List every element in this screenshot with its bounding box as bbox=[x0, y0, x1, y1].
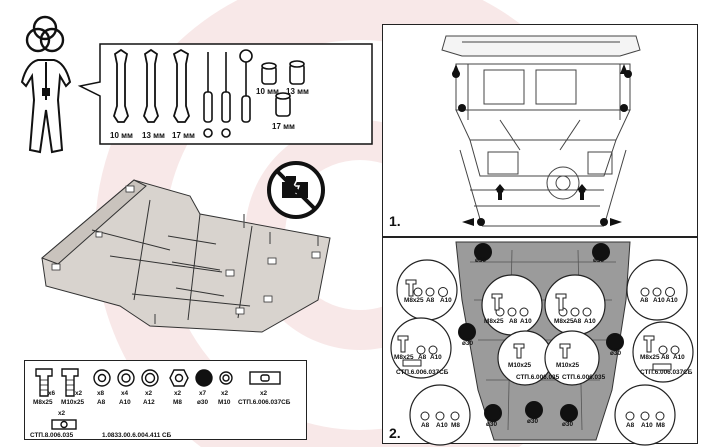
hardware-icons bbox=[35, 368, 281, 430]
washer-callout: A8 bbox=[640, 297, 649, 304]
hardware-label: M8 bbox=[173, 399, 182, 406]
washer-callout: A8 bbox=[421, 422, 430, 429]
bolt-callout: M10x25 bbox=[556, 362, 580, 369]
plug-callout: ø30 bbox=[593, 257, 605, 264]
washer-callout: A10 bbox=[520, 318, 532, 325]
bolt-m8x25-icon bbox=[35, 368, 53, 397]
bolt-callout: M8x25 bbox=[554, 318, 574, 325]
nut-callout: M8 bbox=[451, 422, 460, 429]
hardware-label: M10x25 bbox=[61, 399, 85, 406]
hardware-label: A12 bbox=[143, 399, 155, 406]
washer-callout: A10 bbox=[440, 297, 452, 304]
step-1-panel bbox=[382, 24, 698, 237]
step-number: 1. bbox=[389, 213, 401, 229]
hardware-qty: x7 bbox=[199, 390, 207, 397]
washer-callout: A10 bbox=[641, 422, 653, 429]
hardware-label: СТП.6.006.037СБ bbox=[238, 399, 291, 406]
bolt-callout: M8x25 bbox=[404, 297, 424, 304]
washer-callout: A8 bbox=[426, 297, 435, 304]
nut-callout: M8 bbox=[656, 422, 665, 429]
washer-callout: A10 bbox=[436, 422, 448, 429]
hardware-label: A10 bbox=[119, 399, 131, 406]
hardware-qty: x2 bbox=[221, 390, 229, 397]
hardware-qty: x2 bbox=[145, 390, 153, 397]
washer-callout: A8 bbox=[509, 318, 518, 325]
washer-callout: A8 bbox=[573, 318, 582, 325]
plug-callout: ø30 bbox=[610, 350, 622, 357]
washer-callout: A10 bbox=[653, 297, 665, 304]
wrench-size-label: 10 мм bbox=[110, 131, 133, 140]
washer-callout: A10 bbox=[673, 354, 685, 361]
hardware-qty: x6 bbox=[48, 390, 56, 397]
washer-callout: A8 bbox=[661, 354, 670, 361]
hardware-qty: x2 bbox=[174, 390, 182, 397]
plug-callout: ø30 bbox=[462, 340, 474, 347]
washer-callout: A8 bbox=[626, 422, 635, 429]
part-callout: СТП.6.006.035 bbox=[562, 374, 606, 381]
hardware-qty: x4 bbox=[121, 390, 129, 397]
washer-callout: A10 bbox=[584, 318, 596, 325]
plug-callout: ø30 bbox=[562, 421, 574, 428]
hardware-label: M8x25 bbox=[33, 399, 53, 406]
part-callout: СТП.6.006.037СБ bbox=[640, 369, 693, 376]
hardware-qty: x2 bbox=[260, 390, 268, 397]
hardware-label: M10 bbox=[218, 399, 231, 406]
part-code-label: 1.0833.00.6.004.411 СБ bbox=[102, 432, 172, 439]
bolt-callout: M8x25 bbox=[640, 354, 660, 361]
bolt-callout: M10x25 bbox=[508, 362, 532, 369]
wrench-size-label: 17 мм bbox=[172, 131, 195, 140]
socket-icon bbox=[261, 60, 305, 117]
plug-callout: ø30 bbox=[486, 421, 498, 428]
hardware-label: A8 bbox=[97, 399, 106, 406]
plug-callout: ø30 bbox=[527, 418, 539, 425]
plug-callout: ø30 bbox=[475, 257, 487, 264]
hardware-label: ø30 bbox=[197, 399, 209, 406]
step-number: 2. bbox=[389, 425, 401, 441]
socket-size-label: 17 мм bbox=[272, 122, 295, 131]
hardware-qty: x2 bbox=[58, 410, 66, 417]
bolt-callout: M8x25 bbox=[394, 354, 414, 361]
wrench-icon bbox=[113, 48, 190, 123]
hardware-qty: x8 bbox=[97, 390, 105, 397]
screwdriver-icon bbox=[203, 49, 253, 138]
washer-callout: A8 bbox=[418, 354, 427, 361]
part-code-label: СТП.8.006.035 bbox=[30, 432, 74, 439]
bolt-callout: M8x25 bbox=[484, 318, 504, 325]
skid-plate-drawing bbox=[41, 179, 331, 333]
safety-gear-person-icon bbox=[20, 15, 72, 154]
no-hot-engine-icon bbox=[267, 161, 325, 219]
socket-size-label: 13 мм bbox=[286, 87, 309, 96]
wrench-size-label: 13 мм bbox=[142, 131, 165, 140]
part-callout: СТП.6.006.037СБ bbox=[396, 369, 449, 376]
hardware-qty: x2 bbox=[75, 390, 83, 397]
part-callout: СТП.6.006.035 bbox=[516, 374, 560, 381]
washer-callout: A10 bbox=[430, 354, 442, 361]
washer-callout: A10 bbox=[666, 297, 678, 304]
socket-size-label: 10 мм bbox=[256, 87, 279, 96]
